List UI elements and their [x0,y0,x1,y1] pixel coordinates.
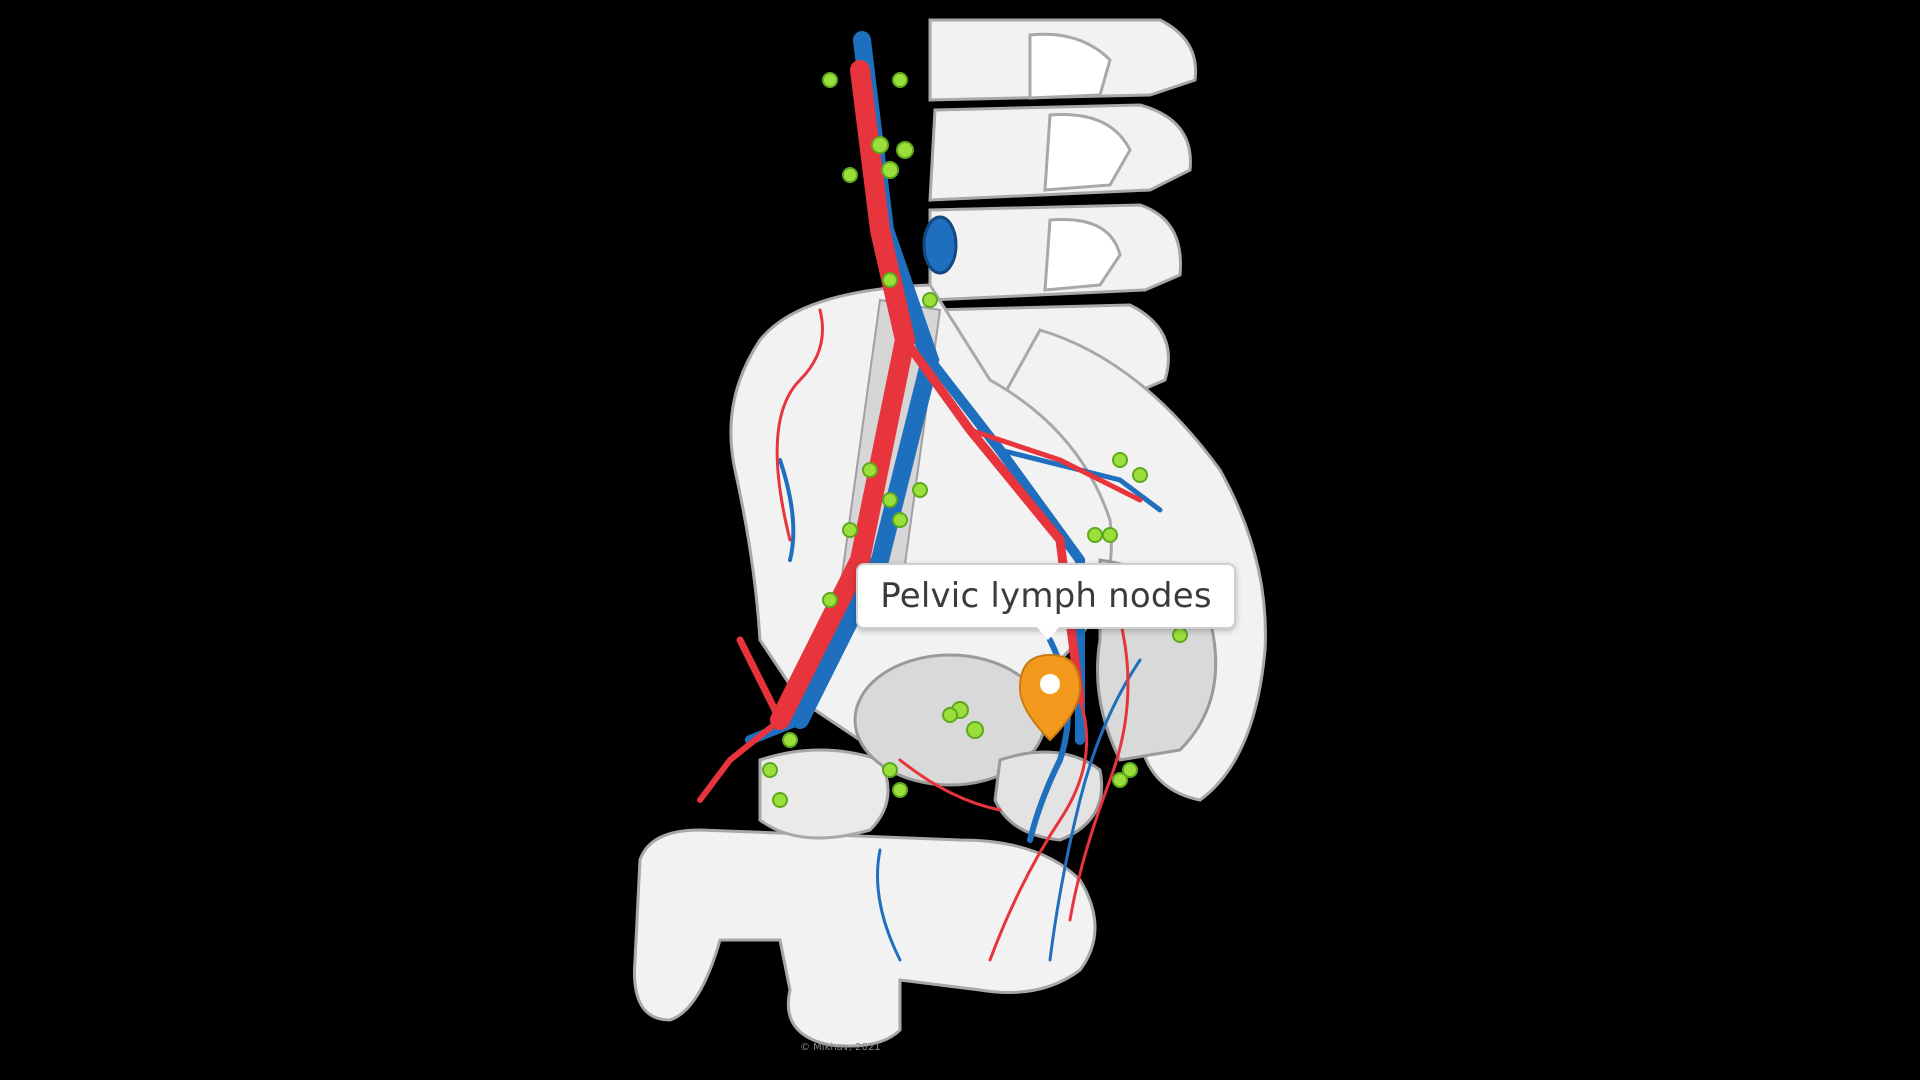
illustration-credit: © Mikhav, 2021 [800,1042,881,1053]
lymph-nodes [762,72,1188,808]
prostate [993,750,1104,842]
callout-text: Pelvic lymph nodes [880,576,1212,616]
femur [632,828,1097,1048]
callout-label: Pelvic lymph nodes [856,563,1236,629]
location-pin-icon[interactable] [1018,653,1082,742]
vein-section [922,215,958,275]
lumbar-spine [928,18,1198,402]
pubic-bone [758,748,890,840]
callout-pointer [1036,626,1060,640]
